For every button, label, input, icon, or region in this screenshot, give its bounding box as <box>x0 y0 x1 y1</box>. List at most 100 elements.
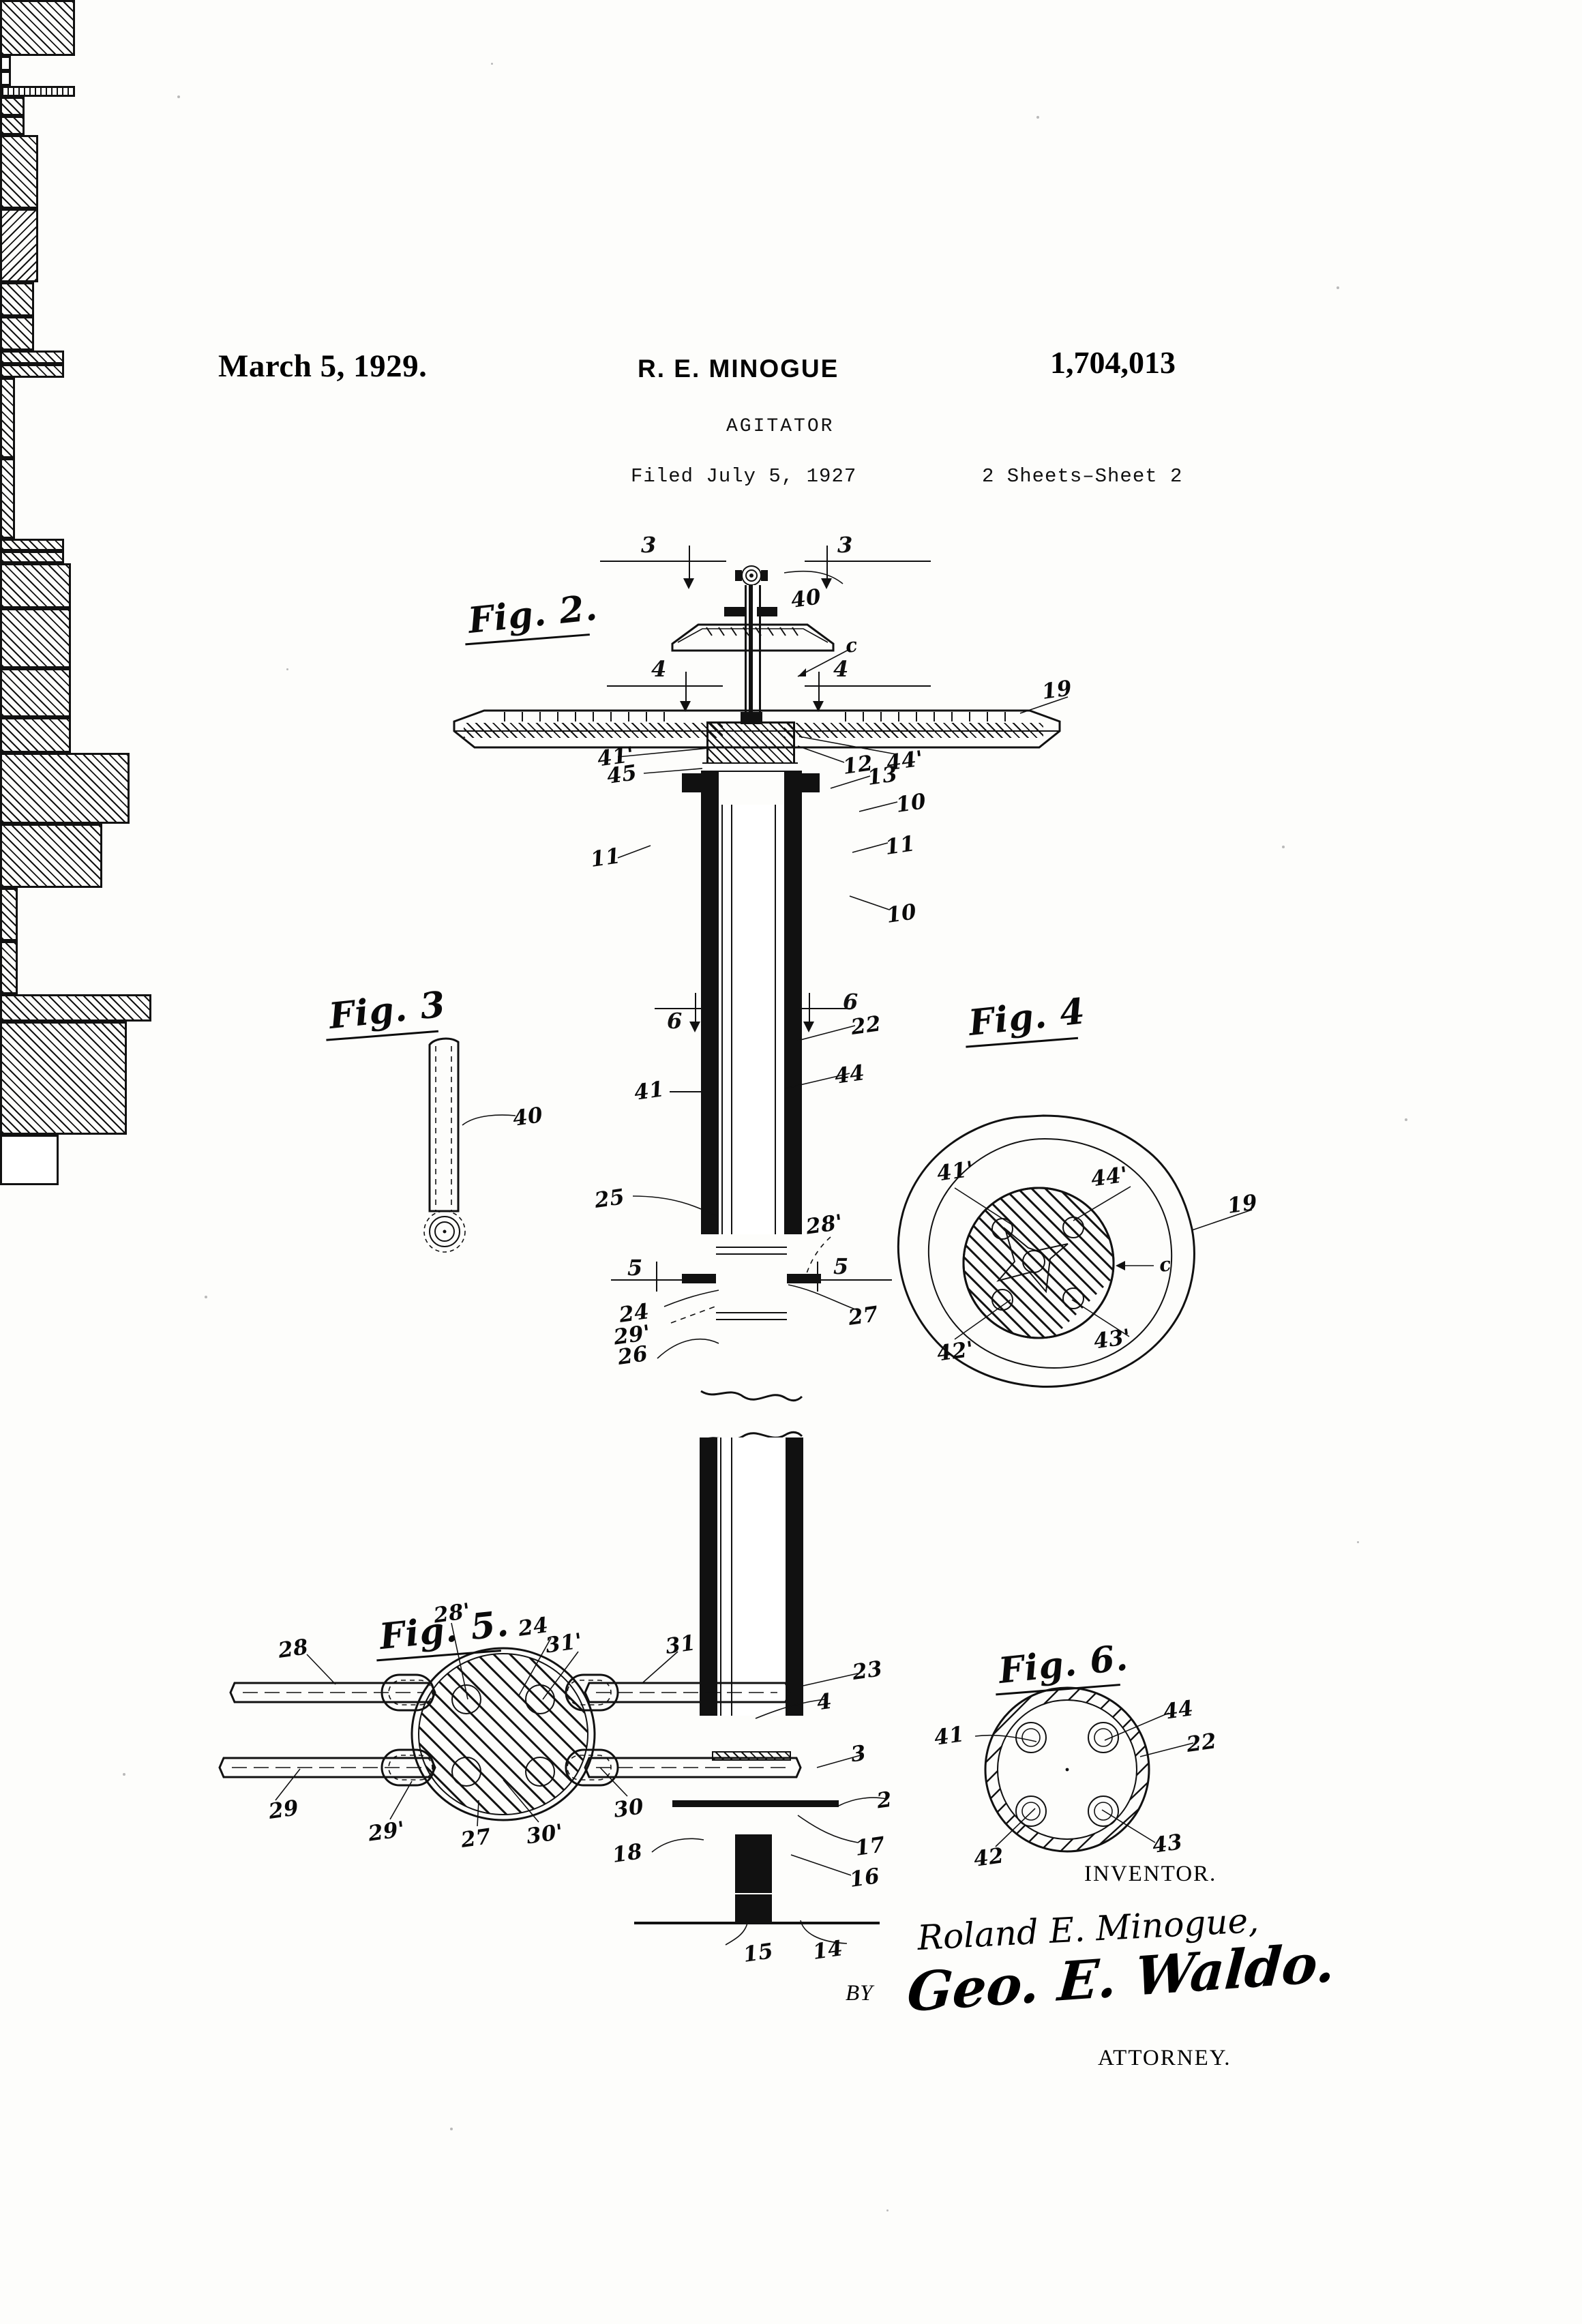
fig2-ref-11-left: 11 <box>588 844 623 872</box>
patent-date: March 5, 1929. <box>218 348 428 384</box>
fig2-flange-10b-left <box>0 539 64 551</box>
fig3-leader-40 <box>462 1114 516 1126</box>
fig2-foot-flange-3 <box>0 753 130 824</box>
section-label-6-left: 6 <box>667 1008 683 1034</box>
fig2-base-plate-core <box>735 1894 772 1922</box>
fig2-blade-stub-left <box>682 1274 716 1283</box>
section-arrow-5-right <box>817 1262 818 1292</box>
paper-speck <box>286 668 288 670</box>
fig5-leader-29 <box>275 1768 301 1801</box>
fig2-ref-40: 40 <box>789 584 823 613</box>
fig6-ref-41: 41 <box>932 1722 966 1751</box>
fig2-ref-26: 26 <box>616 1341 650 1370</box>
section-arrow-6-left <box>695 993 696 1026</box>
fig2-bottom-plug-4 <box>0 717 71 753</box>
section-line-4-right <box>805 685 931 687</box>
section-line-5-left <box>611 1279 683 1281</box>
fig2-leader-23 <box>803 1673 859 1686</box>
fig2-base-insert-16-left <box>0 888 18 941</box>
paper-speck <box>1337 286 1339 289</box>
fig2-plate-hatch-left <box>464 723 723 738</box>
fig2-blade-stub-right <box>787 1274 821 1283</box>
fig5-arm-31 <box>584 1682 791 1703</box>
fig2-lower-inner-pipe <box>720 1437 732 1716</box>
fig2-top-cap-rim-right <box>0 71 11 86</box>
fig2-top-collar-left <box>0 97 25 116</box>
fig4-ref-42p: 42' <box>935 1337 976 1367</box>
fig2-hub-right <box>0 209 38 282</box>
section-arrowhead-6-right <box>803 1022 814 1032</box>
fig2-plug-gap-2 <box>716 1312 787 1320</box>
fig2-leader-12 <box>797 745 845 763</box>
fig6-ref-22: 22 <box>1184 1729 1219 1757</box>
fig2-leader-26 <box>657 1338 719 1359</box>
fig2-leader-27 <box>788 1284 856 1310</box>
fig2-collar-24 <box>0 608 71 668</box>
paper-speck <box>450 2128 453 2130</box>
fig2-floor-line-14 <box>634 1922 880 1924</box>
fig2-leader-24 <box>663 1290 719 1307</box>
inventor-name: R. E. MINOGUE <box>638 355 839 383</box>
attorney-label: ATTORNEY. <box>1098 2046 1232 2070</box>
fig5-ref-28: 28 <box>276 1635 310 1663</box>
fig3-bearing-circles <box>423 1210 466 1253</box>
fig2-leader-18 <box>651 1838 704 1853</box>
paper-speck <box>1282 846 1285 848</box>
fig2-leader-13 <box>830 775 871 789</box>
section-label-4-right: 4 <box>833 656 849 682</box>
paper-speck <box>1036 116 1039 119</box>
section-line-5-right <box>820 1279 892 1281</box>
section-label-5-right: 5 <box>833 1253 849 1279</box>
fig2-leader-22 <box>797 1025 856 1041</box>
section-line-3-left <box>600 561 726 562</box>
section-arrow-4-left <box>685 672 687 706</box>
section-arrowhead-3-right <box>821 578 832 589</box>
fig2-spindle-core <box>749 585 753 721</box>
fig5-ref-27: 27 <box>459 1824 493 1853</box>
fig2-leader-14 <box>800 1920 848 1944</box>
section-line-6-right <box>802 1008 851 1009</box>
fig2-ref-11-right: 11 <box>883 831 917 860</box>
section-line-6-left <box>655 1008 704 1009</box>
fig2-flange-10-right <box>0 364 64 378</box>
fig6-leader-42 <box>995 1808 1036 1847</box>
fig4-leader-41p <box>954 1187 1013 1225</box>
fig4-caption: Fig. 4 <box>966 990 1088 1044</box>
section-arrow-3-right <box>826 546 828 585</box>
fig2-ref-45: 45 <box>605 760 639 789</box>
fig2-gland-left <box>0 282 34 316</box>
fig4-ref-19: 19 <box>1225 1190 1259 1219</box>
fig2-base-core-hatch <box>741 1838 766 1893</box>
fig2-leader-44 <box>785 1073 850 1089</box>
paper-speck <box>886 2209 889 2211</box>
fig2-leader-17 <box>797 1815 859 1843</box>
fig2-ref-18: 18 <box>610 1839 644 1868</box>
section-arrowhead-3-left <box>683 578 694 589</box>
fig2-leader-15 <box>725 1922 748 1946</box>
filing-date: Filed July 5, 1927 <box>631 465 857 488</box>
fig2-slot-45 <box>702 762 798 772</box>
fig5-ref-31p: 31' <box>543 1628 584 1658</box>
fig4-ref-44p: 44' <box>1089 1162 1130 1192</box>
fig2-ref-14: 14 <box>811 1936 845 1965</box>
fig2-ref-25: 25 <box>593 1185 627 1213</box>
fig2-ref-2: 2 <box>875 1787 894 1814</box>
fig4-hub-section <box>962 1187 1115 1339</box>
fig2-top-collar-right <box>0 116 25 135</box>
section-arrowhead-4-left <box>680 701 691 712</box>
fig5-leader-31 <box>642 1651 678 1684</box>
fig2-hub-left <box>0 135 38 209</box>
section-label-3-right: 3 <box>837 532 853 558</box>
fig2-ref-28p: 28' <box>804 1210 845 1240</box>
fig2-ref-17: 17 <box>853 1832 887 1861</box>
fig2-bushing-11-left <box>0 378 15 458</box>
fig4-leader-43p <box>1071 1299 1130 1337</box>
fig2-base-plate-15 <box>0 994 151 1022</box>
fig2-leader-11-left <box>617 845 651 859</box>
fig5-central-boss <box>411 1647 596 1821</box>
section-arrowhead-4-right <box>813 701 824 712</box>
fig5-leader-31p <box>542 1651 579 1700</box>
fig5-arm-30 <box>584 1757 802 1778</box>
fig5-leader-28 <box>306 1654 336 1685</box>
fig2-hub-bore-cap <box>741 712 762 724</box>
